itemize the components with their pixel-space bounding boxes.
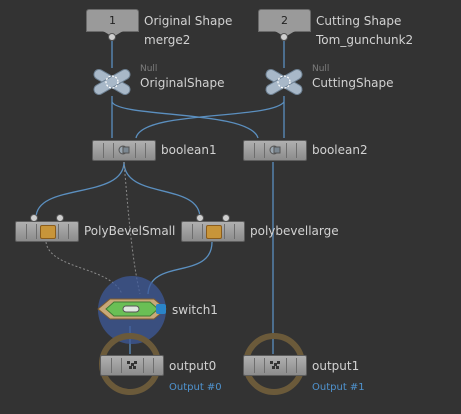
wire-null1-boolean2a <box>111 101 259 139</box>
input-port[interactable] <box>196 214 204 222</box>
boolean-icon <box>268 144 282 156</box>
boolean2-node[interactable] <box>243 140 307 161</box>
wire-polybevel2-switch <box>147 241 213 295</box>
input-subtitle-2: Tom_gunchunk2 <box>316 33 414 47</box>
polybevel-large-node[interactable] <box>181 221 245 242</box>
input-node-1[interactable]: 1 <box>86 9 139 37</box>
output1-index-label: Output #1 <box>312 382 365 393</box>
input-number-2: 2 <box>281 14 288 27</box>
output0-label: output0 <box>169 359 217 373</box>
wire-polybevel1-switch-dashed <box>45 241 123 295</box>
null-name-label: CuttingShape <box>312 76 394 90</box>
output1-label: output1 <box>312 359 360 373</box>
input-port[interactable] <box>222 214 230 222</box>
boolean2-label: boolean2 <box>312 143 368 157</box>
output-icon <box>268 359 282 371</box>
output0-index-label: Output #0 <box>169 382 222 393</box>
boolean-icon <box>117 144 131 156</box>
input-number-1: 1 <box>109 14 116 27</box>
input-title-1: Original Shape <box>144 14 233 28</box>
null-x-icon <box>265 69 303 95</box>
switch1-label: switch1 <box>172 303 218 317</box>
input-port[interactable] <box>30 214 38 222</box>
polybevel-small-node[interactable] <box>15 221 79 242</box>
box-icon <box>40 225 56 239</box>
input-title-2: Cutting Shape <box>316 14 402 28</box>
boolean1-label: boolean1 <box>161 143 217 157</box>
null-x-icon <box>93 69 131 95</box>
wire-boolean1-polybevel2 <box>123 161 201 219</box>
polybevel-small-label: PolyBevelSmall <box>84 224 176 238</box>
input-port[interactable] <box>56 214 64 222</box>
box-icon <box>206 225 222 239</box>
output1-node[interactable] <box>243 355 307 376</box>
boolean1-node[interactable] <box>92 140 156 161</box>
null-node-original-shape[interactable] <box>90 66 134 98</box>
output0-node[interactable] <box>100 355 164 376</box>
null-name-label: OriginalShape <box>140 76 225 90</box>
output-port[interactable] <box>108 33 116 41</box>
null-node-cutting-shape[interactable] <box>262 66 306 98</box>
wire-null2-boolean1b <box>135 101 285 139</box>
input-node-2[interactable]: 2 <box>258 9 311 37</box>
wire-boolean1-polybevel1 <box>35 161 125 219</box>
switch1-node[interactable] <box>96 298 168 320</box>
null-type-label: Null <box>312 64 330 74</box>
null-type-label: Null <box>140 64 158 74</box>
input-subtitle-1: merge2 <box>144 33 191 47</box>
polybevel-large-label: polybevellarge <box>250 224 339 238</box>
output-icon <box>125 359 139 371</box>
output-port[interactable] <box>280 33 288 41</box>
switch-icon <box>97 298 167 320</box>
